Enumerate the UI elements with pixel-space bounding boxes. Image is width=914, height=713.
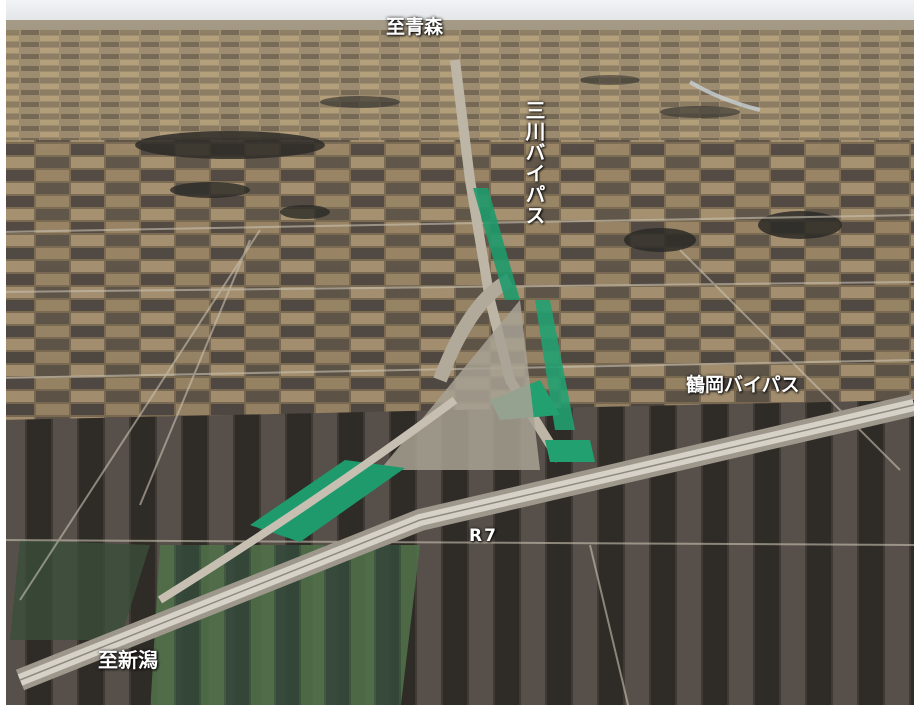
label-mikawa-bypass: 三川バイパス	[522, 100, 546, 226]
label-to-niigata: 至新潟	[98, 648, 158, 672]
label-to-aomori: 至青森	[386, 16, 444, 38]
label-route7: R7	[469, 526, 498, 546]
label-tsuruoka-bypass: 鶴岡バイパス	[686, 374, 800, 396]
